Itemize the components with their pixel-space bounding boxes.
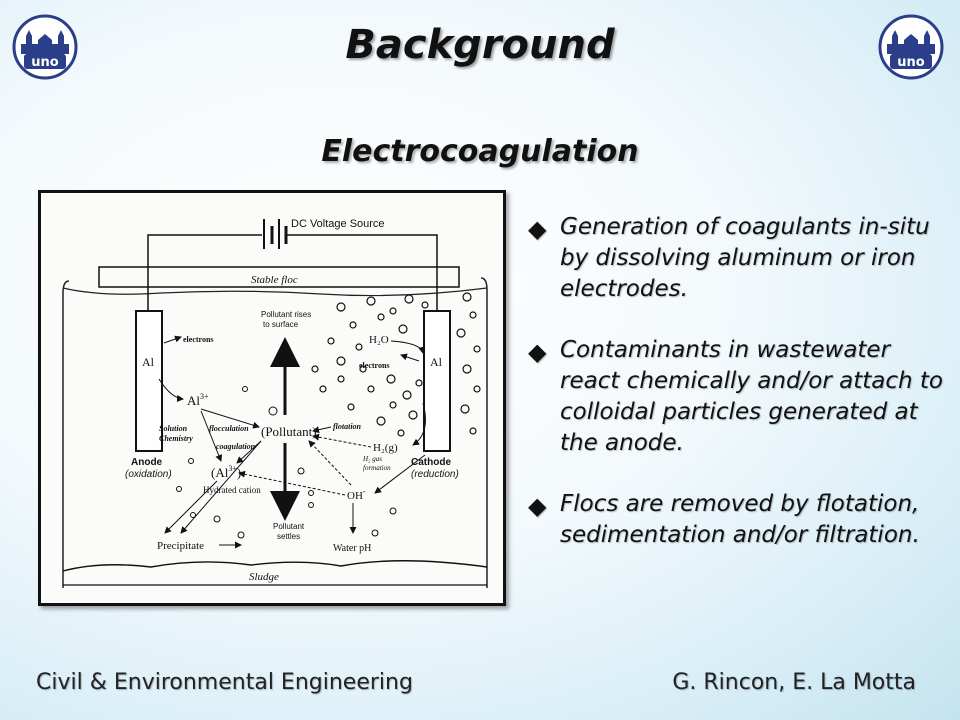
gas-bubbles <box>311 292 481 437</box>
hydrated-al-label: (Al3+) <box>211 464 241 480</box>
uno-logo-right: uno <box>878 14 944 80</box>
bullet-text: Contaminants in wastewater react chemica… <box>560 337 943 456</box>
bullet-item: ◆ Contaminants in wastewater react chemi… <box>528 335 948 459</box>
anode-label: Anode <box>131 457 163 468</box>
bullet-list: ◆ Generation of coagulants in-situ by di… <box>528 212 948 581</box>
precipitate-label: Precipitate <box>157 540 204 552</box>
slide-title: Background <box>345 22 615 68</box>
footer-authors: G. Rincon, E. La Motta <box>672 670 916 695</box>
h2-gas-1: H₂ gas <box>362 455 382 463</box>
cathode-label: Cathode <box>411 457 451 468</box>
footer-department: Civil & Environmental Engineering <box>36 670 413 695</box>
anode-electrode <box>135 310 163 452</box>
anode-sub: (oxidation) <box>125 469 172 480</box>
electrons-right: electrons <box>359 361 390 370</box>
stable-floc-label: Stable floc <box>251 274 298 286</box>
uno-logo-left: uno <box>12 14 78 80</box>
sludge-line <box>62 560 488 572</box>
cathode-sub: (reduction) <box>411 469 459 480</box>
logo-text: uno <box>897 55 925 70</box>
tank-left-wall <box>62 280 70 588</box>
electrocoagulation-diagram: Stable floc DC Voltage Source Al Al Anod… <box>38 190 506 606</box>
diamond-bullet-icon: ◆ <box>528 215 547 243</box>
pollutant-label: (Pollutant) <box>261 424 317 439</box>
dc-source-label: DC Voltage Source <box>291 218 385 230</box>
circuit-wire-right <box>287 234 438 311</box>
bullet-text: Generation of coagulants in-situ by diss… <box>560 214 930 302</box>
diamond-bullet-icon: ◆ <box>528 338 547 366</box>
water-ph-label: Water pH <box>333 543 371 554</box>
slide-subtitle: Electrocoagulation <box>321 134 639 169</box>
coagulation-label: coagulation <box>216 442 256 451</box>
al3-label: Al3+ <box>187 392 209 408</box>
h2o-label: H₂O <box>369 334 389 346</box>
diagram-svg: Stable floc DC Voltage Source Al Al Anod… <box>62 218 488 588</box>
solution-chemistry-1: Solution <box>159 424 188 433</box>
tank-right-wall <box>480 277 488 588</box>
pollutant-settles-1: Pollutant <box>273 522 305 531</box>
pollutant-settles-2: settles <box>277 532 300 541</box>
diamond-bullet-icon: ◆ <box>528 492 547 520</box>
anode-electrode-label: Al <box>142 355 155 369</box>
stable-floc-bar <box>98 266 460 288</box>
sludge-label: Sludge <box>249 571 279 583</box>
water-surface <box>62 287 488 297</box>
bullet-text: Flocs are removed by flotation, sediment… <box>560 491 920 548</box>
pollutant-rises-2: to surface <box>263 320 299 329</box>
electrons-left: electrons <box>183 335 214 344</box>
cathode-electrode <box>423 310 451 452</box>
cathode-electrode-label: Al <box>430 355 443 369</box>
circuit-wire-left <box>147 234 262 311</box>
bullet-item: ◆ Flocs are removed by flotation, sedime… <box>528 489 948 551</box>
bullet-item: ◆ Generation of coagulants in-situ by di… <box>528 212 948 305</box>
flocculation-label: flocculation <box>209 424 249 433</box>
h2-gas-2: formation <box>363 464 391 472</box>
hydrated-cation-label: Hydrated cation <box>203 485 261 495</box>
flotation-label: flotation <box>333 422 362 431</box>
logo-text: uno <box>31 55 59 70</box>
solution-chemistry-2: Chemistry <box>159 434 193 443</box>
small-particles <box>176 386 397 539</box>
h2g-label: H₂(g) <box>373 442 398 454</box>
oh-label: OH- <box>347 487 366 502</box>
pollutant-rises-1: Pollutant rises <box>261 310 311 319</box>
